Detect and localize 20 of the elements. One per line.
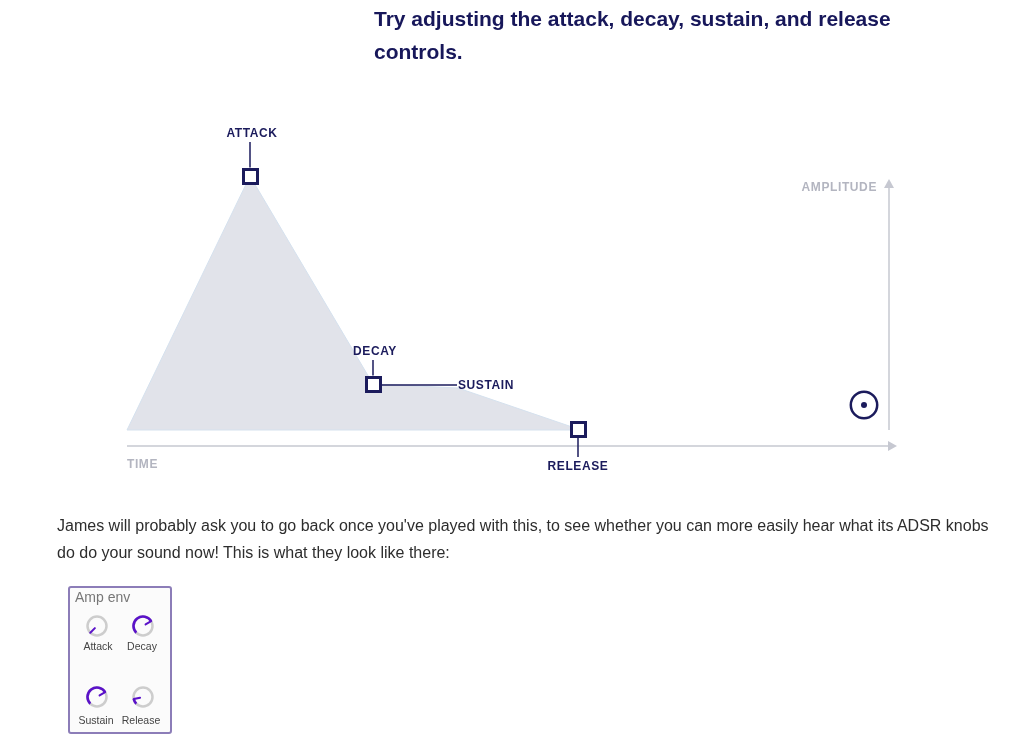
control-panel: [68, 586, 172, 734]
knob-label: Decay: [127, 641, 157, 653]
axis-label: AMPLITUDE: [801, 181, 877, 193]
control-point: [241, 167, 259, 185]
knob-label: Attack: [83, 641, 113, 653]
axis-label: TIME: [127, 458, 159, 470]
paragraph: James will probably ask you to go back once you've played with this, to see whether you can more easily hear what its ADSR knobs do do your sound now! This is what they look like there:: [57, 516, 990, 563]
control-point: [569, 420, 587, 438]
knob-label: Sustain: [78, 715, 114, 727]
leader-line: [249, 141, 251, 169]
stage-label: DECAY: [353, 345, 397, 357]
knob-label: Release: [121, 715, 161, 727]
leader-line: [380, 384, 458, 386]
stage-label: RELEASE: [547, 460, 609, 472]
panel-title: Amp env: [75, 589, 131, 606]
leader-line: [577, 436, 579, 458]
stage-label: ATTACK: [226, 127, 278, 139]
leader-line: [372, 359, 374, 377]
heading: Try adjusting the attack, decay, sustain, and release controls.: [374, 6, 892, 65]
stage-label: SUSTAIN: [458, 379, 514, 391]
